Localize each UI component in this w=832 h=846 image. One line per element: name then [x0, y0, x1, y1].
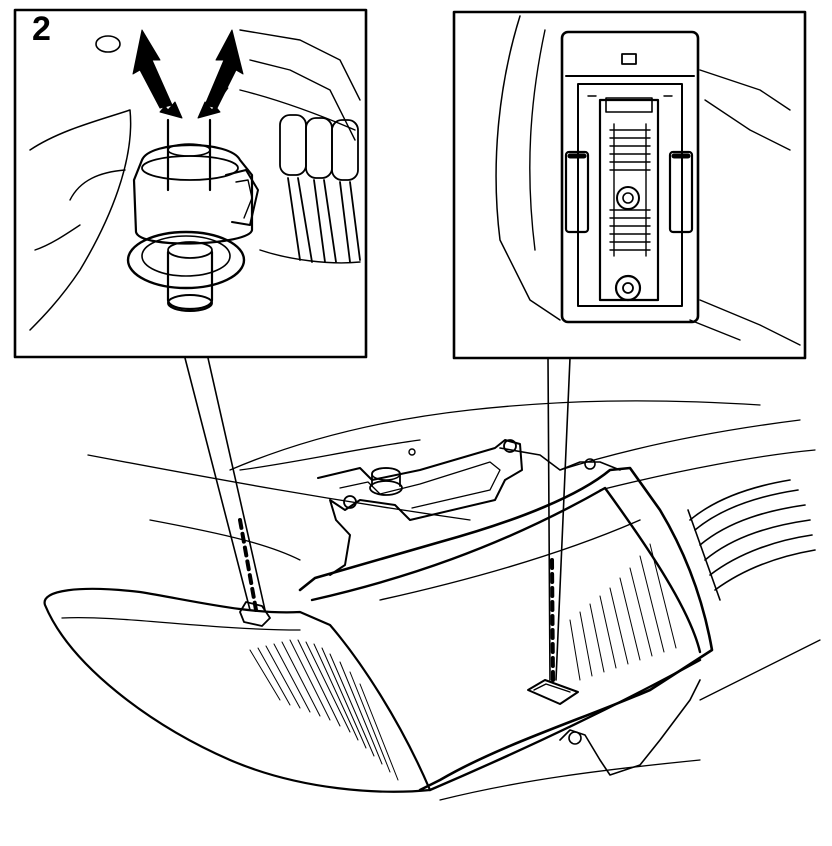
housing-contour [529, 29, 546, 251]
mounting-bracket-arm [499, 447, 621, 471]
bumper-bracket [559, 679, 701, 776]
connector-frame [577, 83, 683, 307]
mounting-bolt [343, 495, 357, 509]
mounting-bracket [317, 439, 523, 576]
hood-bolt [408, 448, 416, 456]
connector-tab [527, 679, 579, 705]
arrow-left-lower-icon [149, 87, 183, 119]
inset-frame [13, 8, 368, 359]
callout-leaders [184, 357, 571, 682]
holder-collar-top [141, 155, 239, 181]
connector-latch [621, 53, 637, 65]
bumper-line [439, 759, 701, 801]
arrow-left-icon [132, 29, 173, 109]
mounting-bracket-inner [339, 461, 501, 509]
housing-contour [29, 109, 132, 331]
front-grille [687, 479, 816, 601]
bumper-bolt [568, 731, 582, 745]
fender-line [599, 449, 816, 491]
bulb-base-bottom [167, 294, 213, 312]
leader-right [547, 357, 551, 681]
connector-pins [609, 123, 651, 257]
housing-contour [699, 299, 801, 346]
fender-line [559, 419, 801, 471]
headlight-lens-bottom [428, 658, 702, 792]
arrow-right-lower-icon [197, 87, 229, 119]
top-tab [605, 97, 653, 113]
housing-contour [34, 224, 81, 251]
detail-inset-connector [452, 10, 807, 360]
hood-line [149, 519, 301, 561]
step-number-backdrop [28, 14, 60, 50]
hood-line [87, 454, 471, 521]
hood-line [229, 400, 761, 471]
housing-contour [239, 89, 356, 131]
side-clip-left [564, 150, 590, 234]
bulb-base-top [167, 241, 213, 259]
holder-clip-detail [235, 179, 253, 219]
mounting-bolt [503, 439, 517, 453]
housing-contour [495, 15, 561, 321]
holder-collar [132, 143, 254, 245]
leader-right [555, 357, 571, 681]
connector-tab-detail [533, 683, 571, 693]
lens-hatching [249, 543, 677, 781]
bumper-line [699, 639, 821, 701]
indicator-lens [43, 587, 432, 793]
center-screw-head [622, 192, 634, 204]
housing-contour [689, 319, 741, 341]
adjuster-stud [369, 467, 403, 496]
center-screw [616, 186, 640, 210]
connector-body [560, 30, 700, 324]
housing-contour [699, 69, 791, 111]
housing-contour [704, 99, 791, 151]
bayonet-ring [126, 230, 246, 290]
holder-clip [225, 169, 259, 226]
wiring-harness [279, 114, 361, 263]
housing-contour [249, 59, 356, 141]
step-number: 2 [32, 10, 51, 48]
headlight-lens-divider [379, 519, 641, 601]
arrow-right-icon [204, 29, 244, 109]
bottom-screw-head [622, 282, 634, 294]
mounting-bolt [584, 458, 596, 470]
headlight-lens-edge [310, 486, 702, 654]
leader-left [207, 357, 266, 611]
hole [95, 35, 121, 53]
bottom-screw [614, 274, 642, 302]
side-connector [239, 601, 271, 627]
vehicle-front-view [43, 400, 821, 801]
housing-contour [69, 169, 126, 201]
leader-left [184, 357, 251, 611]
bayonet-ring-inner [141, 235, 231, 277]
indicator-lens-inner [61, 616, 301, 631]
detail-inset-bulb-holder [13, 8, 368, 359]
headlight-housing [298, 466, 714, 792]
side-clip-right [668, 150, 694, 234]
push-arrows [132, 29, 244, 119]
leader-dash [550, 558, 555, 682]
housing-contour [239, 29, 361, 101]
leader-dash [238, 518, 258, 612]
hood-line [239, 439, 421, 471]
